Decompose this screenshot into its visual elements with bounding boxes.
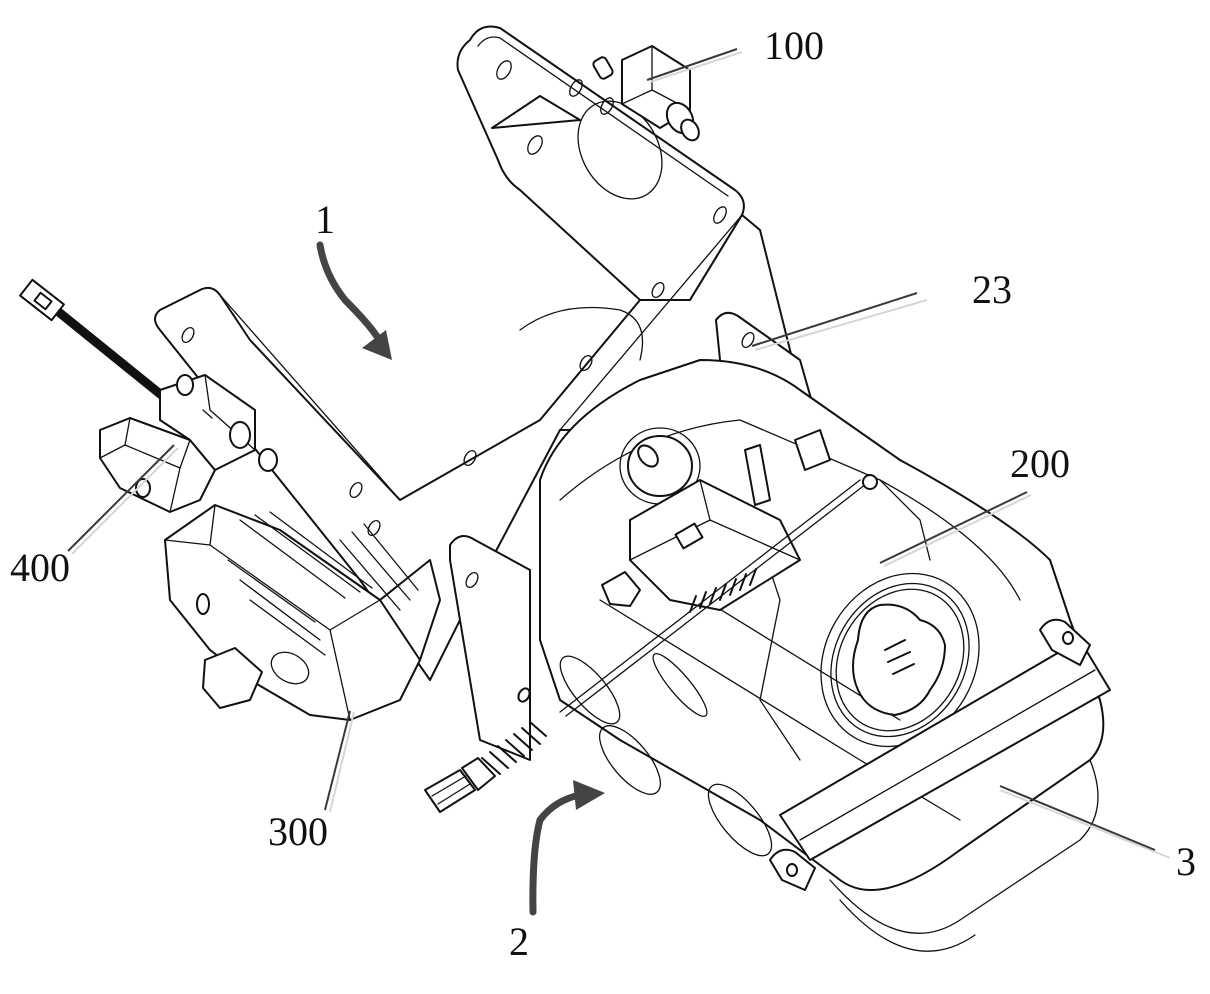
upper-bracket [456,25,745,301]
component-400 [19,278,278,513]
leader-400 [67,444,175,552]
arrow-1-head [362,330,392,360]
leader-23 [751,292,918,347]
control-module [559,429,878,717]
arrow-2 [529,780,605,916]
leader-lines [67,48,1171,859]
label-2: 2 [509,919,529,964]
arrow-1 [316,241,392,360]
component-100 [592,45,700,142]
label-23: 23 [972,267,1012,312]
base-tray-3 [769,618,1111,952]
leader-300 [324,710,351,811]
leader-3 [999,785,1156,851]
label-3: 3 [1176,839,1196,884]
arrow-2-head [573,780,605,810]
label-200: 200 [1010,441,1070,486]
arrow-2-shaft [529,791,584,916]
label-100: 100 [764,23,824,68]
label-400: 400 [10,545,70,590]
label-300: 300 [268,809,328,854]
leader-100 [646,48,738,81]
cable-plug [424,687,547,813]
component-300 [164,504,441,721]
leader-200 [879,491,1028,564]
arrow-1-shaft [316,241,386,349]
label-1: 1 [315,197,335,242]
